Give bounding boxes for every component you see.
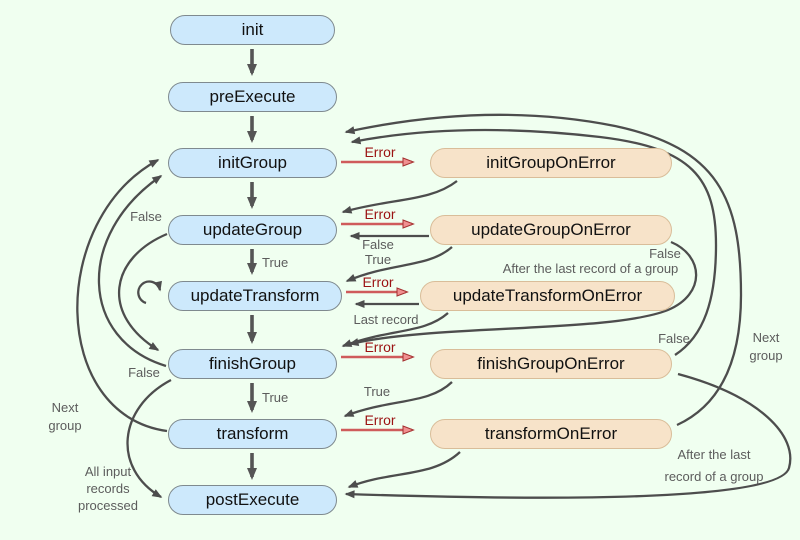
edge-label-true-finishgrouponerror: True xyxy=(363,384,391,399)
node-post-execute-label: postExecute xyxy=(205,490,300,509)
edge-label-after-last-record-bottom-2: record of a group xyxy=(664,469,764,484)
node-post-execute: postExecute xyxy=(168,485,337,515)
edge-finishgrouponerror-postexecute-afterlast xyxy=(344,372,792,499)
node-transform-on-error: transformOnError xyxy=(430,419,672,449)
node-update-transform-on-error-label: updateTransformOnError xyxy=(452,286,643,305)
edge-label-all-input-1: All input xyxy=(84,464,132,479)
node-finish-group: finishGroup xyxy=(168,349,337,379)
edge-label-error-updategroup: Error xyxy=(364,206,396,222)
loop-icon xyxy=(137,280,162,305)
edge-transformonerror-postexecute-curve xyxy=(347,451,461,489)
edge-label-error-transform: Error xyxy=(364,412,396,428)
edge-initgrouponerror-updategroup-curve xyxy=(341,180,458,214)
edge-label-true-updategrouponerror: True xyxy=(364,252,392,267)
edge-label-false-finishgroup-left: False xyxy=(128,365,160,380)
edge-label-error-updatetransform: Error xyxy=(362,274,394,290)
edge-label-false-updategroup-left: False xyxy=(130,209,162,224)
edge-label-false-updategrouponerror: False xyxy=(362,237,394,252)
node-init-group-on-error-label: initGroupOnError xyxy=(486,153,616,172)
edge-label-true-updategroup: True xyxy=(262,255,289,270)
edge-label-all-input-2: records xyxy=(86,481,130,496)
edge-updategrouponerror-finishgroup-afterlast xyxy=(348,240,698,346)
edge-updategrouponerror-updatetransform-curve xyxy=(345,246,453,283)
node-update-group-on-error-label: updateGroupOnError xyxy=(471,220,631,239)
edge-finishgrouponerror-initgroup-false xyxy=(350,128,718,356)
node-init-group-on-error: initGroupOnError xyxy=(430,148,672,178)
node-transform: transform xyxy=(168,419,337,449)
node-pre-execute: preExecute xyxy=(168,82,337,112)
edge-finishgroup-initgroup-false xyxy=(97,175,167,368)
node-finish-group-on-error: finishGroupOnError xyxy=(430,349,672,379)
node-finish-group-label: finishGroup xyxy=(209,354,296,373)
node-update-group-label: updateGroup xyxy=(202,220,303,239)
node-init-label: init xyxy=(241,20,264,39)
node-pre-execute-label: preExecute xyxy=(209,87,296,106)
edge-label-next-group-right-2: group xyxy=(749,348,783,363)
node-init-group-label: initGroup xyxy=(218,153,287,172)
edge-label-true-finishgroup: True xyxy=(262,390,289,405)
edge-label-last-record: Last record xyxy=(353,312,419,327)
edge-label-next-group-left-1: Next xyxy=(51,400,79,415)
edge-updategroup-finishgroup-false xyxy=(118,232,168,351)
node-update-transform-on-error: updateTransformOnError xyxy=(420,281,675,311)
edge-label-after-last-record-bottom-1: After the last xyxy=(677,447,751,462)
edge-label-all-input-3: processed xyxy=(78,498,138,513)
node-transform-label: transform xyxy=(216,424,289,443)
edge-label-next-group-left-2: group xyxy=(48,418,82,433)
node-init-group: initGroup xyxy=(168,148,337,178)
edge-finishgrouponerror-transform-curve xyxy=(343,381,453,418)
edge-label-error-initgroup: Error xyxy=(364,144,396,160)
edge-label-false-updategrouponerror-right: False xyxy=(649,246,681,261)
node-transform-on-error-label: transformOnError xyxy=(484,424,618,443)
node-update-group: updateGroup xyxy=(168,215,337,245)
edge-label-error-finishgroup: Error xyxy=(364,339,396,355)
edge-transformonerror-initgroup-nextgroup xyxy=(344,113,743,427)
node-init: init xyxy=(170,15,335,45)
node-update-group-on-error: updateGroupOnError xyxy=(430,215,672,245)
edge-finishgroup-postexecute-allinput xyxy=(126,378,172,498)
node-finish-group-on-error-label: finishGroupOnError xyxy=(477,354,625,373)
node-update-transform: updateTransform xyxy=(168,281,342,311)
edge-label-next-group-right-1: Next xyxy=(752,330,780,345)
edge-label-false-finishgrouponerror: False xyxy=(658,331,690,346)
edge-transform-initgroup-nextgroup xyxy=(76,158,168,433)
edge-label-after-last-record-inline: After the last record of a group xyxy=(502,261,679,276)
node-update-transform-label: updateTransform xyxy=(190,286,320,305)
